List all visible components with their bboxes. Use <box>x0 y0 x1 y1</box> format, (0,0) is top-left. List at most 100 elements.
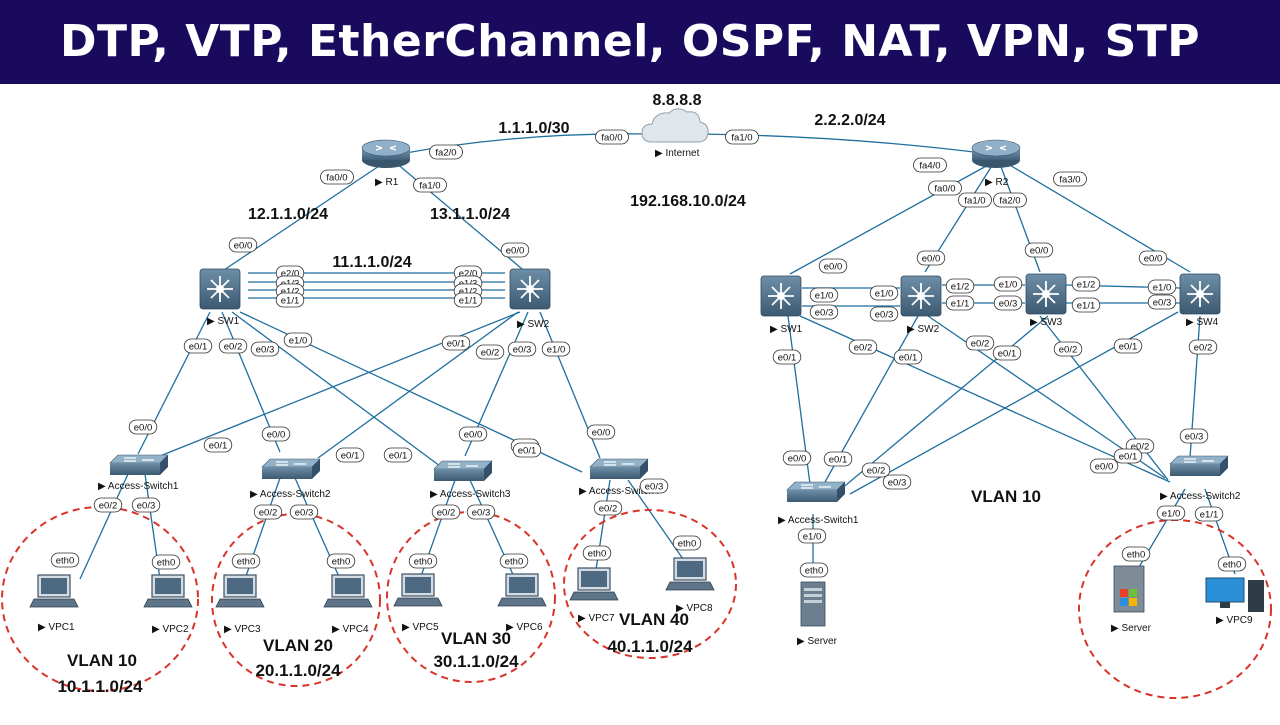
internet-cloud: 8.8.8.8 ▶ Internet <box>641 92 709 159</box>
svg-text:e1/2: e1/2 <box>459 287 478 298</box>
net-right-lan: 192.168.10.0/24 <box>630 193 746 210</box>
vlan30-name: VLAN 30 <box>441 629 511 648</box>
vpc1[interactable]: ▶ VPC1 <box>29 574 79 633</box>
svg-text:▶ VPC4: ▶ VPC4 <box>332 624 369 635</box>
svg-text:▶ VPC3: ▶ VPC3 <box>224 624 261 635</box>
vpc3[interactable]: ▶ VPC3 <box>215 574 265 635</box>
port-label: fa1/0 <box>725 129 759 145</box>
svg-text:fa2/0: fa2/0 <box>999 196 1020 207</box>
svg-text:e0/3: e0/3 <box>999 299 1018 310</box>
network-topology-diagram: 8.8.8.8 ▶ Internet 1.1.1.0/30 2.2.2.0/24… <box>0 84 1280 720</box>
right-sw2[interactable]: ▶ SW2 <box>900 275 942 335</box>
right-vpc9[interactable]: ▶ VPC9 <box>1205 577 1264 626</box>
port-label: e0/1 <box>772 349 802 365</box>
svg-text:▶ Server: ▶ Server <box>797 636 838 647</box>
right-server-right[interactable]: ▶ Server <box>1111 565 1152 634</box>
port-label: e0/0 <box>1138 250 1168 266</box>
svg-text:eth0: eth0 <box>414 557 433 568</box>
svg-text:eth0: eth0 <box>157 558 176 569</box>
port-label: e0/0 <box>228 237 258 253</box>
svg-text:e0/2: e0/2 <box>1059 345 1078 356</box>
port-label: e0/2 <box>475 344 505 360</box>
svg-text:eth0: eth0 <box>678 539 697 550</box>
left-sw2[interactable]: ▶ SW2 <box>509 268 551 330</box>
vlan40-name: VLAN 40 <box>619 610 689 629</box>
right-server-left[interactable]: ▶ Server <box>797 581 838 647</box>
left-access-switch2[interactable]: ▶ Access-Switch2 <box>250 458 331 500</box>
port-label: eth0 <box>582 545 612 561</box>
svg-text:▶ Internet: ▶ Internet <box>655 148 700 159</box>
svg-text:▶ VPC5: ▶ VPC5 <box>402 622 439 633</box>
port-label: e0/2 <box>1188 339 1218 355</box>
left-sw1[interactable]: ▶ SW1 <box>199 268 241 327</box>
router-r2[interactable]: ▶ R2 <box>971 139 1021 188</box>
svg-text:fa0/0: fa0/0 <box>934 184 955 195</box>
svg-text:fa1/0: fa1/0 <box>964 196 985 207</box>
port-label: fa2/0 <box>993 192 1027 208</box>
svg-text:e1/0: e1/0 <box>547 345 566 356</box>
port-label: e1/0 <box>1156 505 1186 521</box>
svg-text:e0/2: e0/2 <box>854 343 873 354</box>
svg-text:▶ Access-Switch1: ▶ Access-Switch1 <box>778 515 859 526</box>
svg-text:e1/1: e1/1 <box>951 299 970 310</box>
right-access-switch1[interactable]: ▶ Access-Switch1 <box>778 481 859 526</box>
svg-text:▶ VPC7: ▶ VPC7 <box>578 613 615 624</box>
vpc8[interactable]: ▶ VPC8 <box>665 557 715 614</box>
right-sw3[interactable]: ▶ SW3 <box>1025 273 1067 328</box>
left-access-switch1[interactable]: ▶ Access-Switch1 <box>98 454 179 492</box>
svg-text:e0/2: e0/2 <box>1194 343 1213 354</box>
port-label: eth0 <box>1217 556 1247 572</box>
svg-text:▶ VPC6: ▶ VPC6 <box>506 622 543 633</box>
port-label: e0/3 <box>1147 294 1177 310</box>
svg-text:▶ SW1: ▶ SW1 <box>207 316 240 327</box>
svg-text:eth0: eth0 <box>237 557 256 568</box>
port-label: e1/0 <box>541 341 571 357</box>
svg-text:▶ R1: ▶ R1 <box>375 177 399 188</box>
port-label: e0/2 <box>593 500 623 516</box>
svg-text:e1/1: e1/1 <box>1077 301 1096 312</box>
svg-text:e0/1: e0/1 <box>829 455 848 466</box>
svg-text:fa1/0: fa1/0 <box>731 133 752 144</box>
vpc5[interactable]: ▶ VPC5 <box>393 573 443 633</box>
left-access-switch4[interactable]: ▶ Access-Switch4 <box>579 458 660 497</box>
port-label: fa3/0 <box>1053 171 1087 187</box>
svg-text:eth0: eth0 <box>505 557 524 568</box>
svg-text:e0/1: e0/1 <box>1119 342 1138 353</box>
port-label: eth0 <box>408 553 438 569</box>
vpc2[interactable]: ▶ VPC2 <box>143 574 193 635</box>
right-sw1[interactable]: ▶ SW1 <box>760 275 803 335</box>
svg-text:e0/1: e0/1 <box>209 441 228 452</box>
right-access-switch2[interactable]: ▶ Access-Switch2 <box>1160 455 1241 502</box>
svg-text:e0/0: e0/0 <box>824 262 843 273</box>
left-access-switch3[interactable]: ▶ Access-Switch3 <box>430 460 511 500</box>
port-label: e0/2 <box>965 335 995 351</box>
port-label: e0/1 <box>183 338 213 354</box>
svg-text:e1/0: e1/0 <box>803 532 822 543</box>
svg-text:▶ SW3: ▶ SW3 <box>1030 317 1063 328</box>
router-r1[interactable]: ▶ R1 <box>361 139 411 188</box>
svg-text:fa4/0: fa4/0 <box>919 161 940 172</box>
svg-text:e1/2: e1/2 <box>951 282 970 293</box>
port-label: e1/1 <box>453 292 483 308</box>
port-label: e0/1 <box>992 345 1022 361</box>
net-r1-sw1: 12.1.1.0/24 <box>248 206 328 223</box>
svg-text:e0/2: e0/2 <box>437 508 456 519</box>
port-label: e0/3 <box>250 341 280 357</box>
svg-text:▶ VPC8: ▶ VPC8 <box>676 603 713 614</box>
port-label: e0/0 <box>128 419 158 435</box>
port-label: e1/1 <box>1194 506 1224 522</box>
vpc4[interactable]: ▶ VPC4 <box>323 574 373 635</box>
port-label: e0/1 <box>335 447 365 463</box>
right-sw4[interactable]: ▶ SW4 <box>1179 273 1221 328</box>
vpc6[interactable]: ▶ VPC6 <box>497 573 547 633</box>
port-label: eth0 <box>50 552 80 568</box>
port-label: eth0 <box>1121 546 1151 562</box>
port-label: e0/3 <box>1179 428 1209 444</box>
svg-text:eth0: eth0 <box>56 556 75 567</box>
svg-text:e0/1: e0/1 <box>1119 452 1138 463</box>
svg-text:e1/0: e1/0 <box>1153 283 1172 294</box>
vpc7[interactable]: ▶ VPC7 <box>569 567 619 624</box>
port-label: e0/2 <box>253 504 283 520</box>
svg-text:e0/1: e0/1 <box>899 353 918 364</box>
svg-text:▶ SW2: ▶ SW2 <box>517 319 550 330</box>
